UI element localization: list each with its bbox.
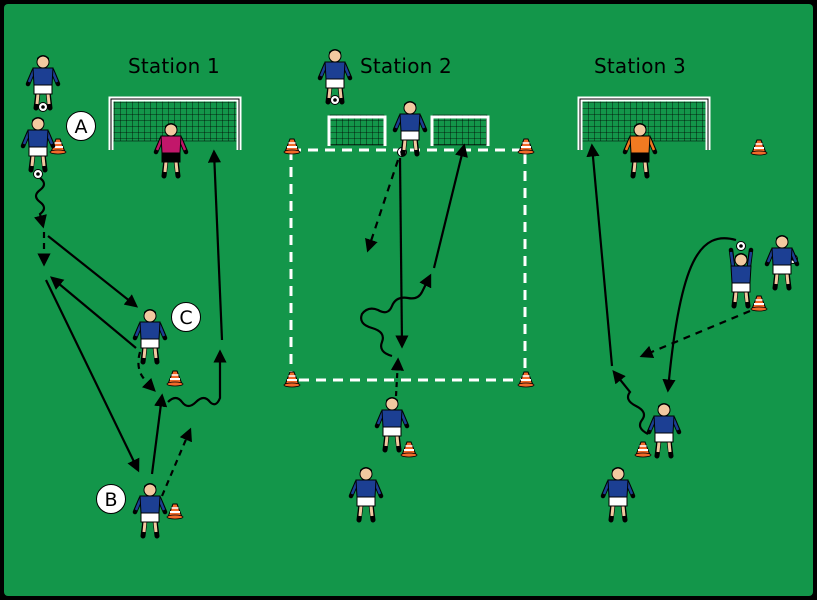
player-icon	[646, 403, 682, 459]
marker-a: A	[66, 111, 96, 141]
ball-icon	[736, 241, 746, 251]
mini-goal-icon	[430, 114, 490, 146]
movement-lines	[34, 143, 763, 497]
dribble-path	[34, 177, 47, 229]
pass-path	[150, 393, 168, 475]
marker-c: C	[171, 302, 201, 332]
pass-path	[45, 279, 140, 473]
run-path	[137, 351, 156, 392]
dribble-path	[612, 369, 649, 435]
station-1-label: Station 1	[128, 54, 220, 78]
shot-path	[432, 143, 468, 269]
player-icon	[374, 397, 410, 453]
player-icon	[132, 483, 168, 539]
pass-path	[662, 237, 737, 393]
player-icon	[348, 467, 384, 523]
cones	[49, 138, 768, 520]
cone-icon	[166, 503, 184, 520]
players	[20, 49, 800, 539]
goalkeeper-icon	[622, 123, 658, 179]
pass-path	[49, 276, 137, 349]
cone-icon	[283, 138, 301, 155]
run-path	[160, 427, 192, 497]
shot-path	[207, 149, 224, 341]
player-icon	[600, 467, 636, 523]
run-path	[639, 304, 763, 359]
pass-path	[395, 157, 409, 349]
dribble-path	[360, 273, 432, 358]
ball-icon	[33, 169, 43, 179]
run-path	[390, 357, 405, 397]
station-2-label: Station 2	[360, 54, 452, 78]
pitch-surface	[4, 4, 813, 596]
pass-path	[47, 235, 139, 308]
player-icon	[132, 309, 168, 365]
ball-icon	[330, 95, 340, 105]
cone-icon	[750, 139, 768, 156]
cone-icon	[49, 138, 67, 155]
shot-path	[586, 143, 614, 367]
player-icon	[317, 49, 353, 105]
station-3-label: Station 3	[594, 54, 686, 78]
mini-goal-icon	[327, 114, 387, 146]
ball-icon	[38, 102, 48, 112]
cone-icon	[517, 138, 535, 155]
marker-b: B	[96, 484, 126, 514]
player-icon	[728, 247, 754, 309]
station2-grid	[289, 148, 527, 382]
dribble-path	[167, 349, 227, 408]
run-path	[365, 159, 400, 253]
player-icon	[20, 117, 56, 173]
cone-icon	[750, 295, 768, 312]
player-icon	[25, 55, 61, 111]
cone-icon	[400, 441, 418, 458]
player-icon	[392, 101, 428, 157]
cone-icon	[166, 370, 184, 387]
cone-icon	[634, 441, 652, 458]
player-icon	[764, 235, 800, 291]
cone-icon	[517, 371, 535, 388]
goalkeeper-icon	[153, 123, 189, 179]
cone-icon	[283, 371, 301, 388]
